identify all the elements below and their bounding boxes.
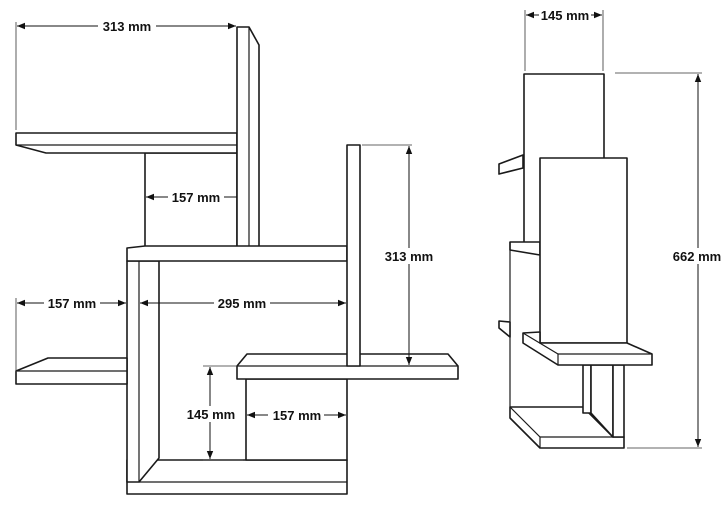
dim-label: 157 mm — [172, 190, 220, 205]
side-lower-back — [582, 364, 592, 414]
dim-left-shelf: 157 mm — [15, 295, 126, 372]
side-front-panel — [539, 157, 628, 344]
side-upper-small-shelf — [498, 154, 524, 175]
right-vertical-board — [346, 144, 361, 367]
dim-lower-depth: 157 mm — [247, 407, 346, 423]
dim-label: 157 mm — [48, 296, 96, 311]
dim-label: 295 mm — [218, 296, 266, 311]
dim-top-width: 313 mm — [15, 18, 236, 130]
front-view: 313 mm 157 mm 313 mm 157 mm 295 mm — [15, 18, 459, 495]
dim-label: 313 mm — [103, 19, 151, 34]
upper-vertical-board — [236, 26, 260, 249]
box-left-side — [126, 260, 160, 483]
dim-lower-height: 145 mm — [184, 365, 243, 461]
dim-upper-depth: 157 mm — [146, 189, 237, 205]
dim-inner-width: 295 mm — [140, 295, 346, 311]
dim-total-height: 662 mm — [615, 72, 726, 449]
dim-label: 157 mm — [273, 408, 321, 423]
box-bottom — [126, 459, 348, 495]
dim-label: 145 mm — [187, 407, 235, 422]
side-middle-shelf — [509, 241, 541, 256]
top-shelf — [15, 132, 238, 154]
dim-label: 662 mm — [673, 249, 721, 264]
dim-side-depth: 145 mm — [524, 7, 604, 71]
dim-label: 145 mm — [541, 8, 589, 23]
side-view: 145 mm 662 mm — [498, 7, 726, 449]
dim-label: 313 mm — [385, 249, 433, 264]
side-lower-small-shelf — [498, 320, 511, 338]
dim-right-height: 313 mm — [362, 144, 438, 365]
middle-shelf — [126, 245, 348, 262]
